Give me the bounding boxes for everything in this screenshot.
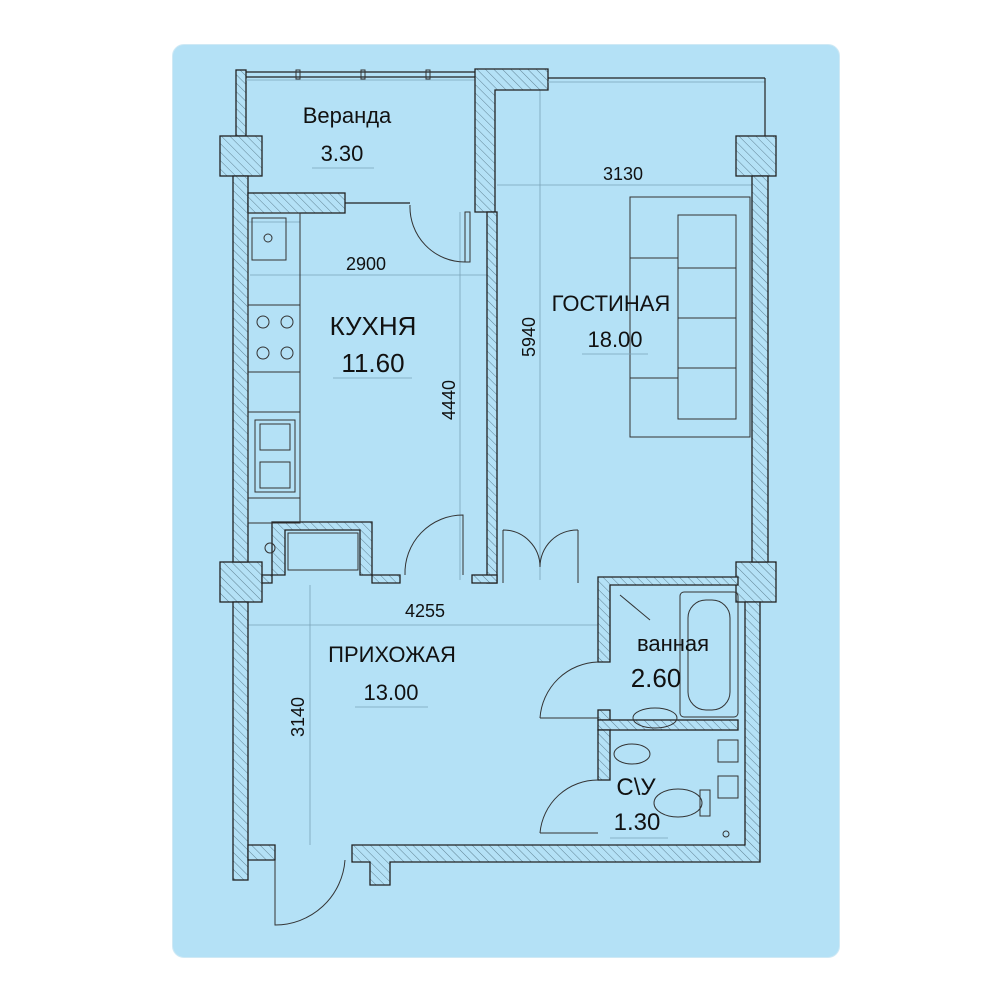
living-name: ГОСТИНАЯ xyxy=(552,291,671,316)
veranda xyxy=(235,68,766,213)
living-width-dim: 3130 xyxy=(603,164,643,184)
wc-name: С\У xyxy=(616,774,656,801)
column xyxy=(735,135,777,177)
column xyxy=(735,561,777,603)
sofa xyxy=(629,196,751,438)
bathroom-fixtures xyxy=(613,591,739,838)
wc-area: 1.30 xyxy=(614,809,661,836)
veranda-area: 3.30 xyxy=(321,141,364,166)
doors xyxy=(274,204,599,926)
bath-area: 2.60 xyxy=(631,663,682,693)
living-area: 18.00 xyxy=(587,327,642,352)
living-length-dim: 5940 xyxy=(519,317,539,357)
bath-name: ванная xyxy=(637,631,709,656)
kitchen-name: КУХНЯ xyxy=(330,311,417,341)
walls xyxy=(232,175,769,886)
hall-area: 13.00 xyxy=(363,680,418,705)
veranda-name: Веранда xyxy=(303,103,392,128)
column xyxy=(219,135,263,177)
kitchen-furniture xyxy=(247,212,359,571)
dimension-lines xyxy=(248,80,760,845)
column xyxy=(219,561,263,603)
hall-length-dim: 3140 xyxy=(288,697,308,737)
hall-width-dim: 4255 xyxy=(405,601,445,621)
area-underlines xyxy=(312,167,668,839)
hall-name: ПРИХОЖАЯ xyxy=(328,642,456,667)
kitchen-length-dim: 4440 xyxy=(439,380,459,420)
kitchen-width-dim: 2900 xyxy=(346,254,386,274)
kitchen-area: 11.60 xyxy=(341,348,404,378)
